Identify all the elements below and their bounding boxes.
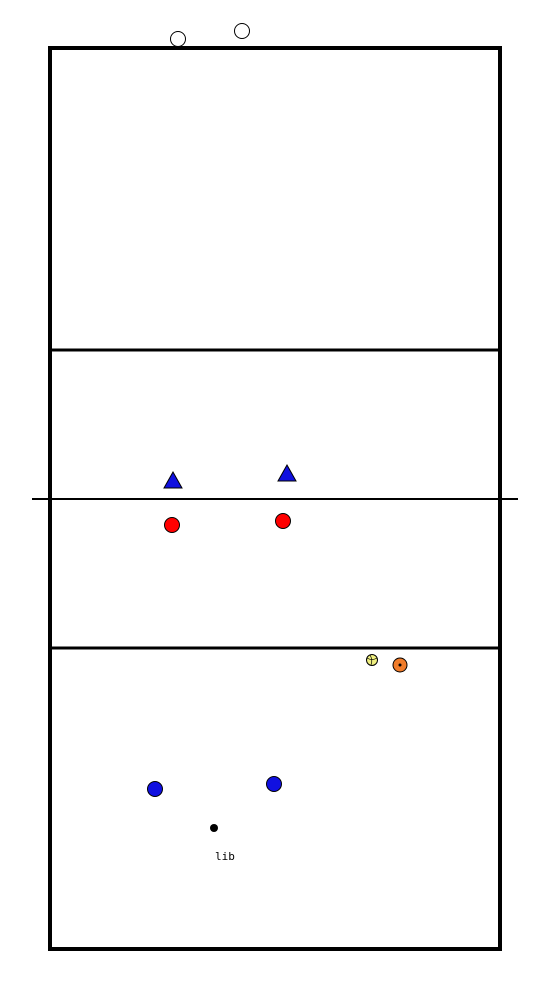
defender-circle-icon xyxy=(147,781,163,797)
attacker-circle-icon xyxy=(275,513,291,529)
volleyball-icon xyxy=(366,654,378,666)
waiting-player-icon xyxy=(234,23,250,39)
libero-label: lib xyxy=(215,850,235,863)
defender-circle-icon xyxy=(266,776,282,792)
blocker-triangle-icon xyxy=(277,463,297,482)
coach-circle-icon xyxy=(392,657,408,673)
waiting-player-icon xyxy=(170,31,186,47)
libero-dot-icon xyxy=(210,824,218,832)
blocker-triangle-icon xyxy=(163,470,183,489)
attacker-circle-icon xyxy=(164,517,180,533)
